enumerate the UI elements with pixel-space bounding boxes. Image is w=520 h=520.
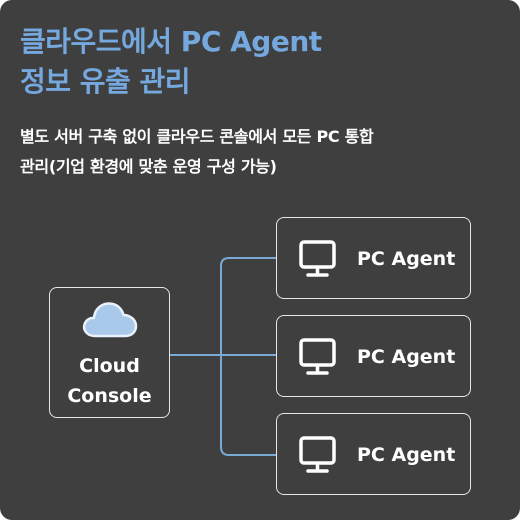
- description: 별도 서버 구축 없이 클라우드 콘솔에서 모든 PC 통합 관리(기업 환경에…: [20, 122, 505, 182]
- description-line-1: 별도 서버 구축 없이 클라우드 콘솔에서 모든 PC 통합: [20, 127, 374, 146]
- title-line-2: 정보 유출 관리: [20, 65, 191, 98]
- pc-agent-label-2: PC Agent: [357, 346, 456, 368]
- cloud-console-label-line-2: Console: [67, 385, 152, 407]
- monitor-icon: [299, 436, 336, 473]
- monitor-icon: [299, 240, 336, 277]
- pc-agent-box-2: PC Agent: [276, 315, 471, 397]
- title-line-1: 클라우드에서 PC Agent: [20, 25, 322, 58]
- connector-bus: [220, 257, 278, 456]
- pc-agent-box-1: PC Agent: [276, 217, 471, 299]
- pc-agent-label-1: PC Agent: [357, 248, 456, 270]
- pc-agent-box-3: PC Agent: [276, 413, 471, 495]
- cloud-console-label: Cloud Console: [50, 351, 169, 411]
- page-title: 클라우드에서 PC Agent 정보 유출 관리: [20, 22, 500, 102]
- description-line-2: 관리(기업 환경에 맞춘 운영 구성 가능): [20, 157, 277, 176]
- cloud-console-label-line-1: Cloud: [79, 355, 140, 377]
- pc-agent-label-3: PC Agent: [357, 444, 456, 466]
- monitor-icon: [299, 338, 336, 375]
- cloud-console-box: Cloud Console: [49, 287, 170, 418]
- cloud-icon: [82, 302, 138, 338]
